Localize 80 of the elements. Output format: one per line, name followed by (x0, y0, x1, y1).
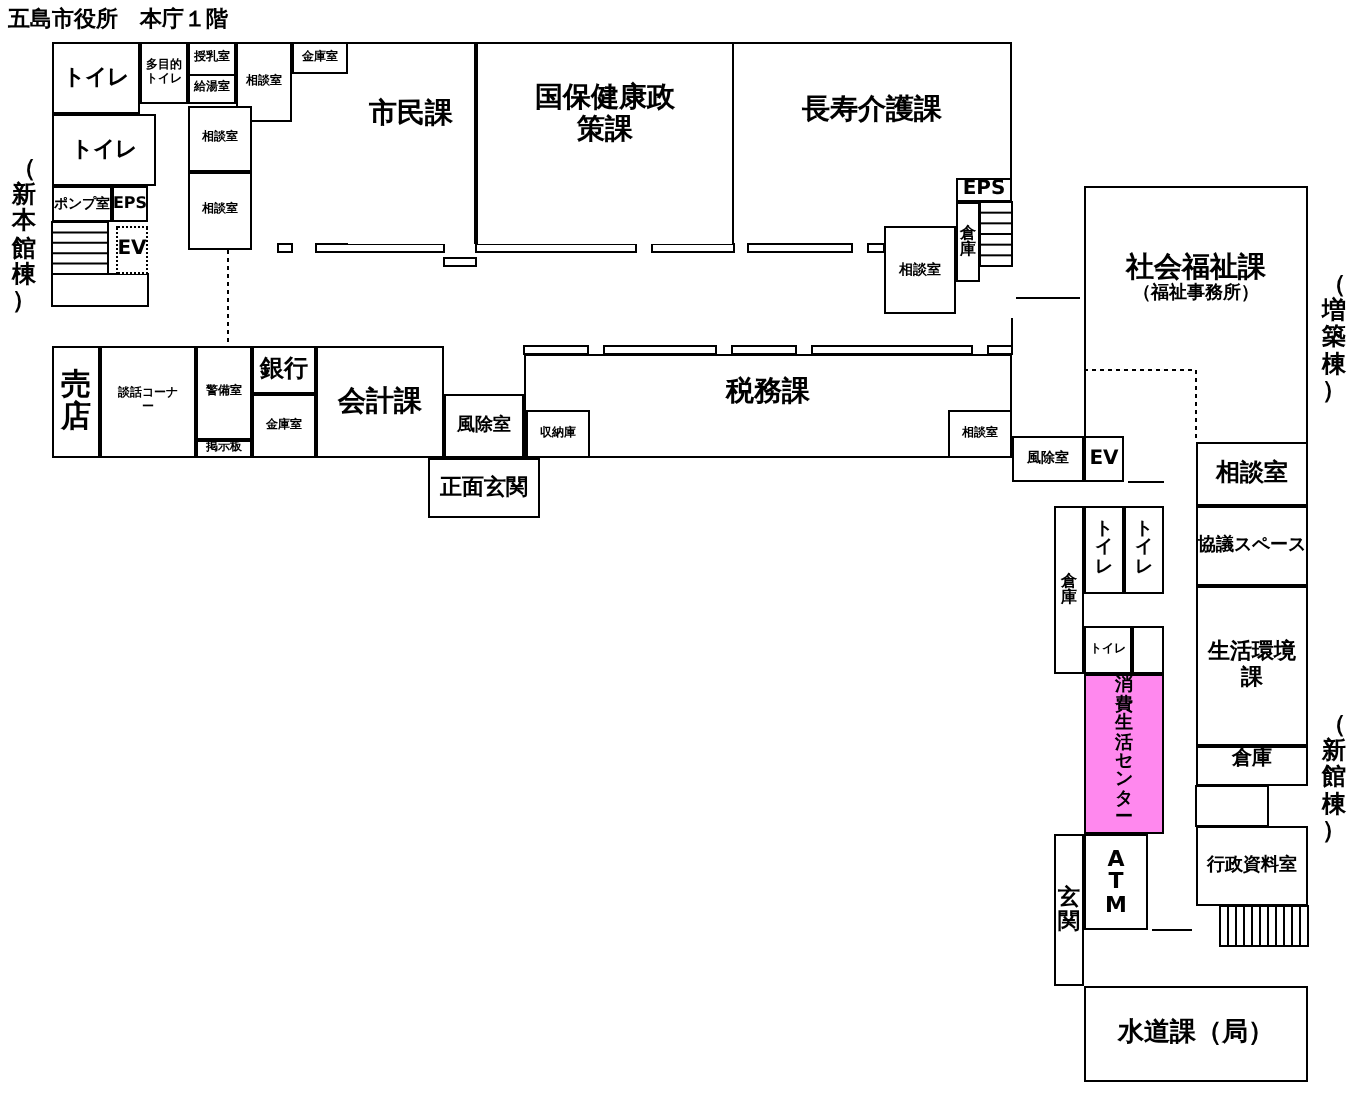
room (1012, 436, 1084, 482)
room (196, 346, 252, 440)
room (1132, 626, 1164, 674)
room (252, 394, 316, 458)
room (948, 410, 1012, 458)
room (1196, 442, 1308, 506)
room-label: トイレ (1135, 521, 1153, 579)
room-label: トイレ (63, 65, 129, 91)
room-label: トイレ (1095, 521, 1113, 579)
room-label: 銀行 (260, 356, 308, 384)
room (1054, 834, 1084, 986)
room (52, 42, 140, 114)
room (1084, 626, 1132, 674)
room (100, 346, 196, 458)
room (52, 346, 100, 458)
room-label: 長寿介護課 (802, 94, 942, 128)
room (1084, 674, 1164, 834)
room (52, 114, 156, 186)
room (1084, 506, 1124, 594)
room-label: 相談室 (1216, 460, 1288, 488)
room-label: EV (1089, 447, 1119, 471)
room (524, 354, 1012, 458)
room-label: 社会福祉課 (1126, 252, 1266, 285)
room (1196, 746, 1308, 786)
room (1084, 986, 1308, 1082)
wing-label: （新館棟） (1322, 712, 1346, 844)
room (1196, 826, 1308, 906)
room (1196, 586, 1308, 746)
room (428, 458, 540, 518)
room (444, 394, 524, 458)
wing-label: （増築棟） (1322, 272, 1346, 404)
room (188, 106, 252, 172)
room (884, 226, 956, 314)
room-label: 倉庫 (1232, 748, 1272, 771)
room-label: EV (117, 238, 147, 262)
room (956, 202, 980, 282)
room-label: 協議スペース (1198, 535, 1306, 557)
room-label: 税務課 (726, 375, 810, 409)
room-label: EPS (112, 194, 148, 214)
room-subtitle: （福祉事務所） (1133, 284, 1259, 306)
room-label: 行政資料室 (1207, 855, 1297, 877)
room (292, 42, 348, 74)
room-label: 風除室 (457, 415, 511, 437)
room (1084, 436, 1124, 482)
room (316, 346, 444, 458)
room (236, 42, 292, 122)
room (140, 42, 188, 104)
room (734, 42, 1012, 178)
room-label: 売店 (61, 370, 91, 434)
room (476, 42, 734, 244)
room (956, 178, 1012, 202)
room (526, 410, 590, 458)
room-label: 市民課 (369, 97, 453, 131)
room-label: 倉庫 (1061, 573, 1077, 607)
room (1196, 506, 1308, 586)
room (252, 346, 316, 394)
room-label: ATM (1105, 847, 1127, 917)
room (188, 76, 236, 104)
room-label: 会計課 (338, 385, 422, 419)
room (196, 440, 252, 458)
wing-label: （新本館棟） (12, 156, 36, 315)
room-label: 玄関 (1058, 886, 1080, 934)
room (1054, 506, 1084, 674)
room-label: 水道課（局） (1118, 1019, 1274, 1049)
room-label: 国保健康政策課 (534, 81, 676, 147)
room-label: 消費生活センター (1115, 678, 1133, 830)
room (1124, 506, 1164, 594)
room (348, 42, 476, 244)
room-label: トイレ (71, 137, 137, 163)
title: 五島市役所 本庁１階 (8, 4, 228, 34)
room-label: 倉庫 (960, 225, 976, 259)
room-label: 生活環境課 (1205, 640, 1298, 692)
room (1084, 834, 1148, 930)
room-label: EPS (962, 178, 1006, 202)
room-label: 正面玄関 (440, 475, 528, 501)
room (188, 42, 236, 76)
room (188, 172, 252, 250)
room (112, 186, 148, 222)
room (52, 186, 112, 222)
room (116, 226, 148, 274)
